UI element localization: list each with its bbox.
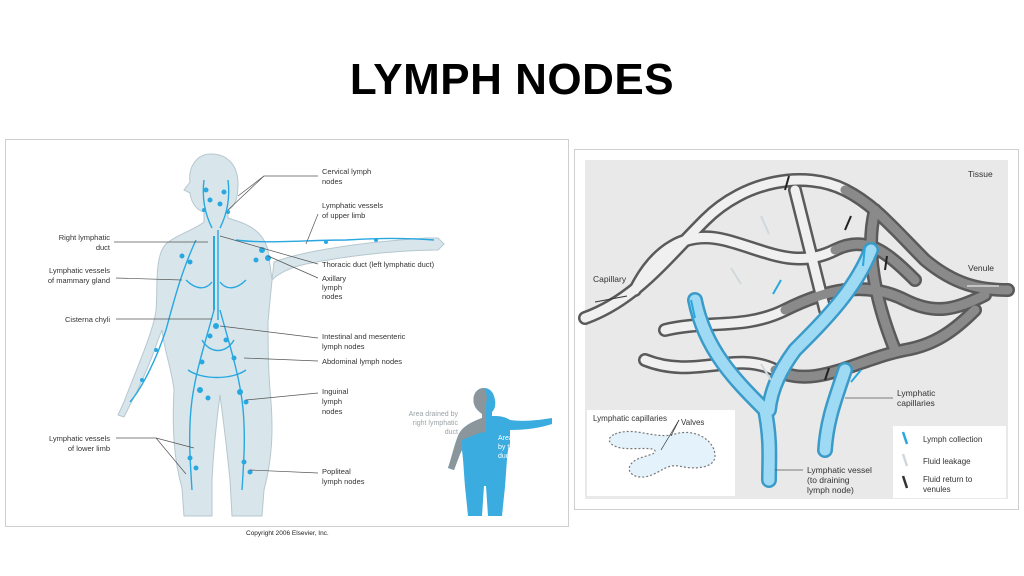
label-cisterna-chyli: Cisterna chyli	[65, 315, 110, 324]
lymphatic-vessel-network	[687, 242, 879, 488]
legend: Lymph collection Fluid leakage Fluid ret…	[893, 426, 1006, 498]
inset-lymphatic-capillaries	[587, 410, 735, 496]
label-abdominal-lymph-nodes: Abdominal lymph nodes	[322, 357, 402, 366]
label-tissue: Tissue	[968, 169, 993, 179]
right-leader-lines	[775, 397, 893, 471]
legend-label-lymph-collection: Lymph collection	[923, 435, 982, 444]
lymph-nodes	[140, 187, 378, 475]
label-valves: Valves	[681, 418, 704, 427]
label-capillary: Capillary	[593, 274, 627, 284]
legend-label-fluid-leakage: Fluid leakage	[923, 457, 971, 466]
lymph-vessels	[129, 179, 435, 491]
label-venule: Venule	[968, 263, 994, 273]
label-inset-title: Lymphatic capillaries	[593, 414, 667, 423]
drainage-area-figure	[448, 388, 552, 516]
copyright-text: Copyright 2006 Elsevier, Inc.	[246, 530, 329, 537]
leader-lines	[114, 175, 319, 475]
legend-swatch-leakage	[901, 453, 909, 467]
label-thoracic-duct: Thoracic duct (left lymphatic duct)	[322, 260, 435, 269]
body-silhouette	[117, 153, 445, 517]
flow-arrows	[594, 175, 999, 383]
legend-swatch-lymph	[901, 431, 909, 445]
slide-title: LYMPH NODES	[349, 55, 675, 104]
legend-swatch-return	[901, 475, 909, 489]
